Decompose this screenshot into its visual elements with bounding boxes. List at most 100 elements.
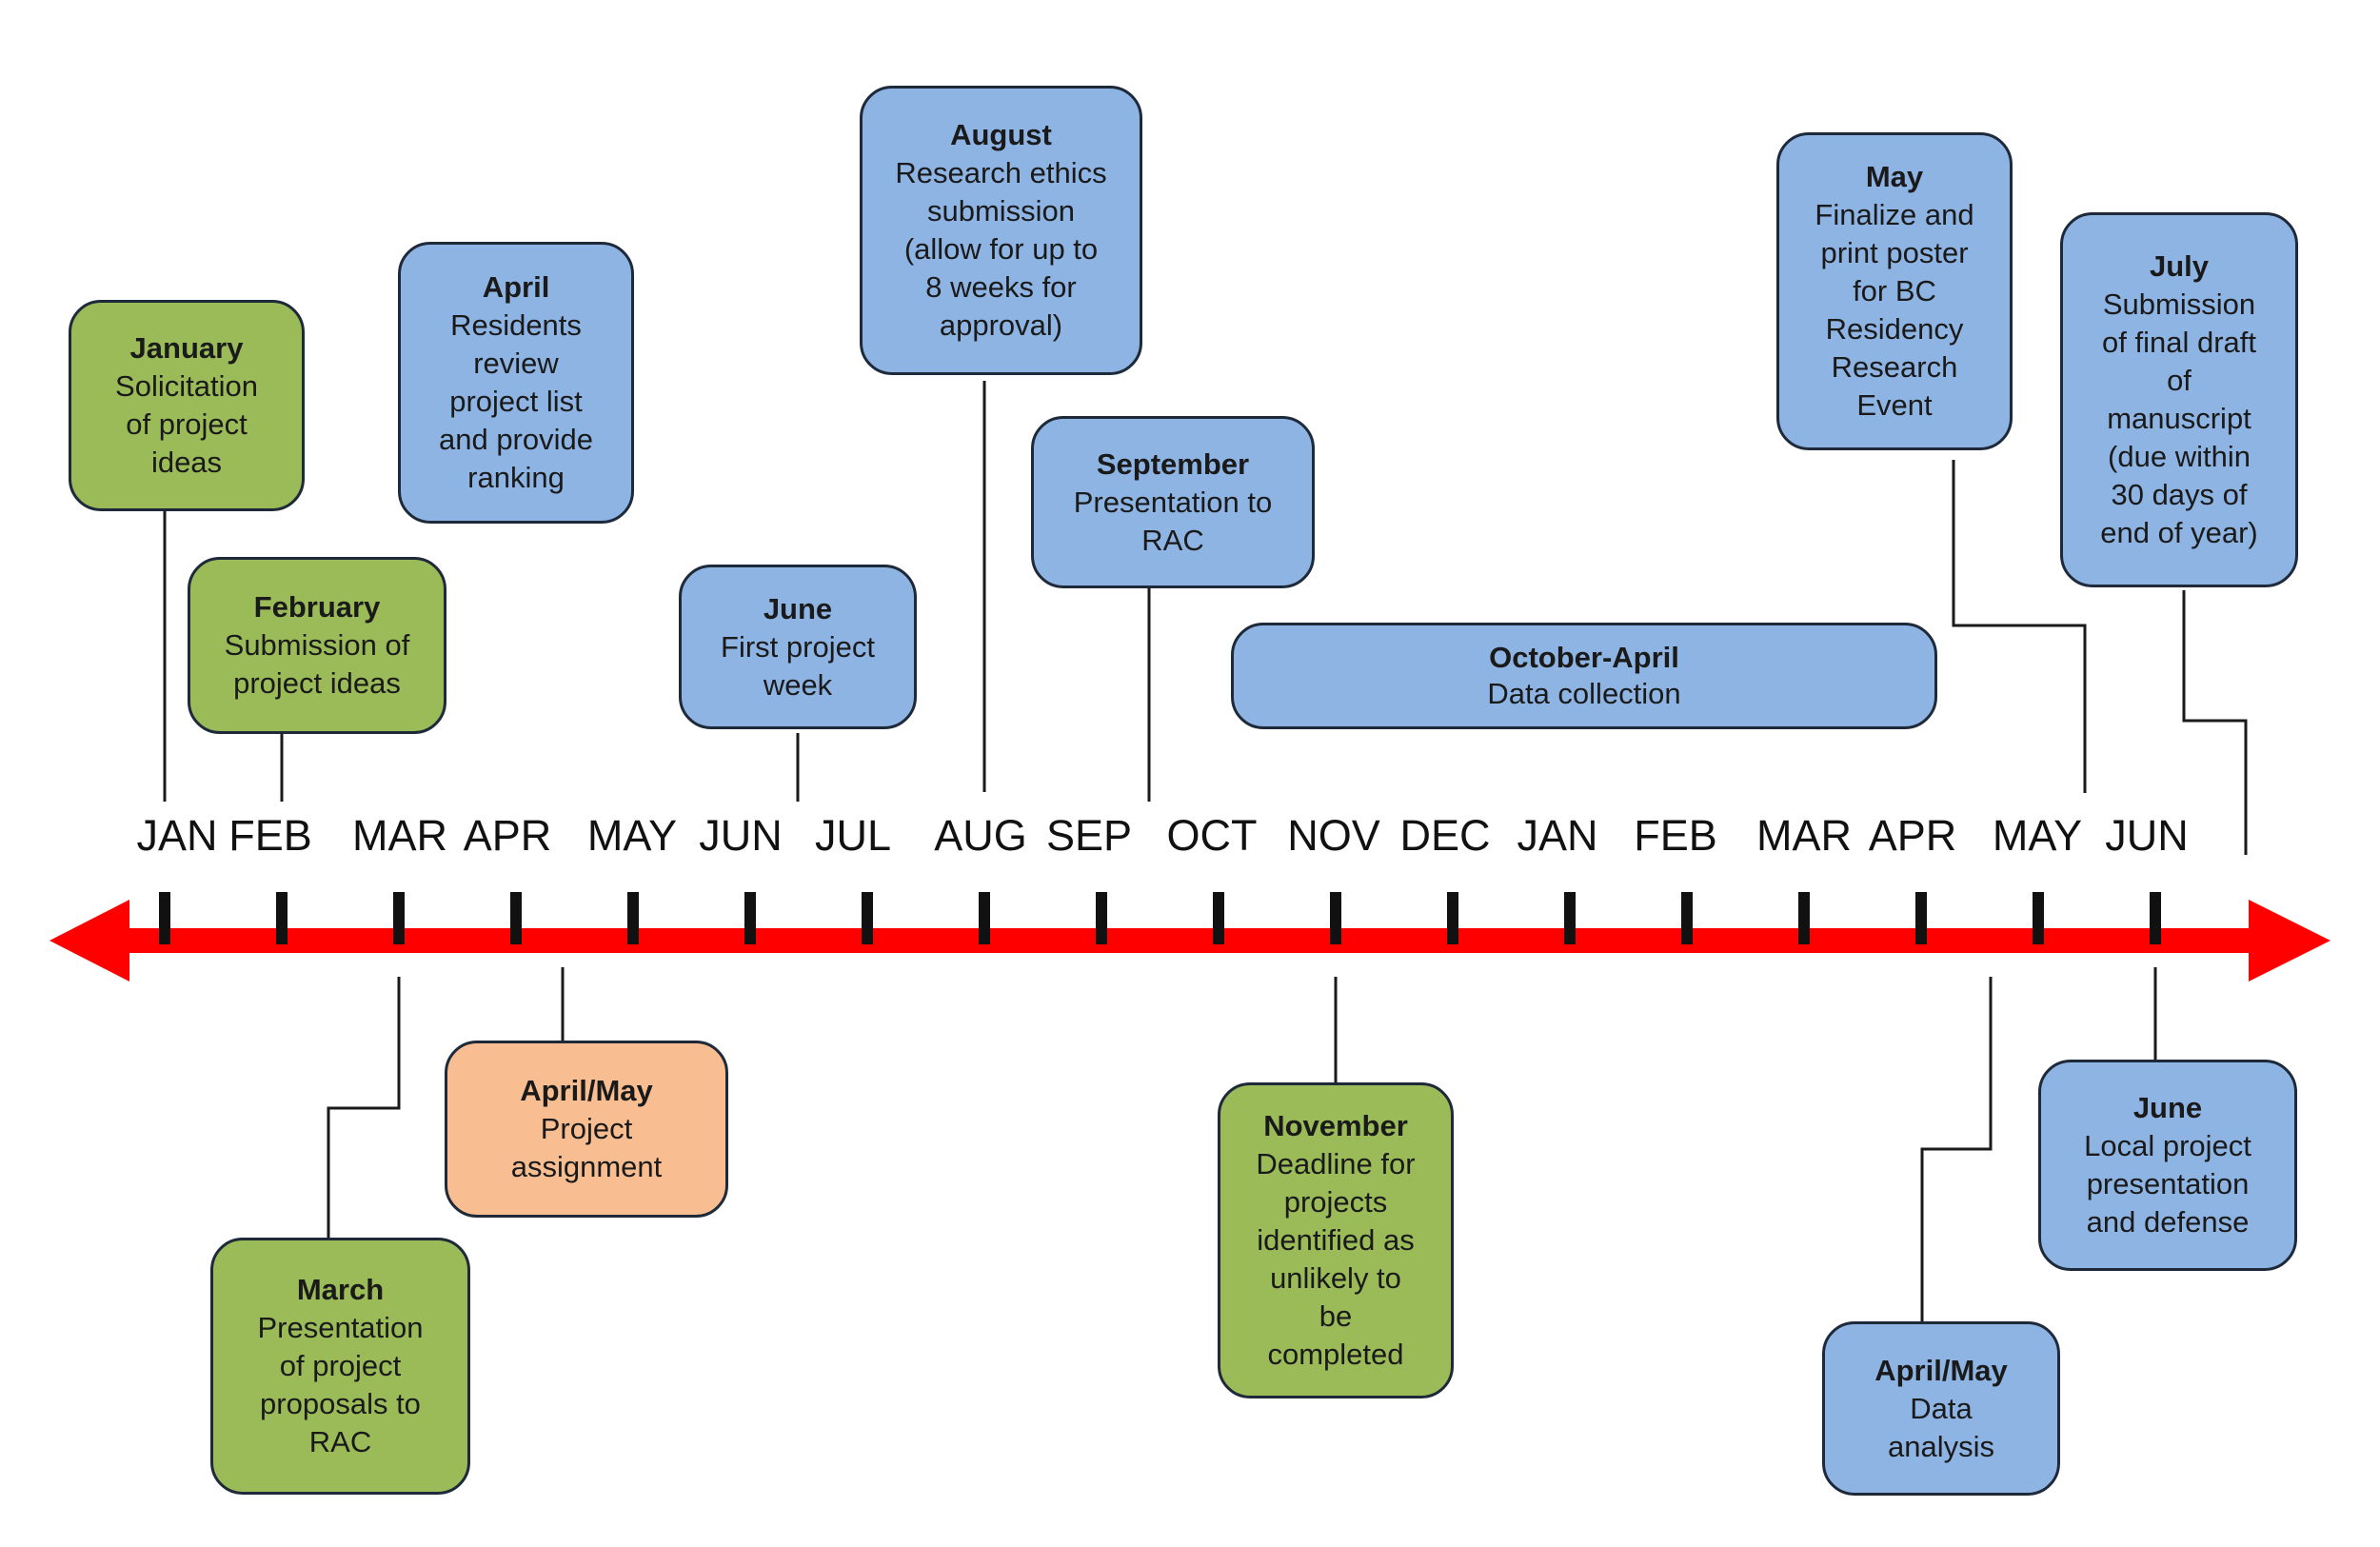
- month-tick: [510, 892, 522, 944]
- event-description-line: Submission: [2102, 288, 2256, 321]
- connector-line: [327, 977, 401, 1238]
- event-description-line: (allow for up to: [903, 232, 1099, 266]
- connector-line: [1920, 977, 1993, 1321]
- event-title: September: [1096, 446, 1250, 481]
- event-description-line: (due within: [2108, 440, 2251, 473]
- event-description-line: manuscript: [2107, 402, 2251, 435]
- connector-line: [1952, 460, 2087, 793]
- month-label: MAY: [1992, 811, 2083, 860]
- month-tick: [393, 892, 405, 944]
- event-description-line: Presentation to: [1073, 485, 1273, 519]
- event-description-line: submission: [926, 194, 1076, 228]
- event-description-line: and provide: [438, 423, 593, 456]
- month-tick: [1330, 892, 1341, 944]
- event-description-line: 30 days of: [2111, 478, 2248, 511]
- event-description-line: 8 weeks for: [925, 270, 1077, 304]
- event-title: June: [763, 591, 833, 625]
- event-description-line: of project: [126, 407, 248, 441]
- event-title: April: [482, 270, 550, 304]
- event-description-line: projects: [1283, 1185, 1388, 1219]
- event-description-line: end of year): [2100, 516, 2258, 549]
- timeline-axis-arrow: [50, 900, 2330, 982]
- month-label: APR: [463, 811, 552, 860]
- month-label: FEB: [1634, 811, 1717, 860]
- event-description-line: Submission of: [224, 628, 410, 662]
- month-tick: [979, 892, 990, 944]
- month-label: APR: [1868, 811, 1957, 860]
- event-description-line: RAC: [1141, 523, 1204, 557]
- event-description-line: Project: [540, 1112, 633, 1145]
- month-tick: [862, 892, 873, 944]
- event-description-line: Residency: [1825, 312, 1964, 346]
- event-description-line: assignment: [510, 1150, 663, 1183]
- event-description-line: of: [2167, 364, 2192, 397]
- event-description-line: project list: [449, 385, 583, 418]
- month-tick: [627, 892, 639, 944]
- month-label: JUN: [699, 811, 783, 860]
- month-label: MAR: [352, 811, 447, 860]
- event-description-line: Presentation: [257, 1311, 424, 1344]
- event-description-line: identified as: [1257, 1223, 1415, 1257]
- event-title: November: [1263, 1109, 1408, 1142]
- event-description-line: proposals to: [260, 1387, 421, 1420]
- event-description-line: ideas: [150, 446, 223, 479]
- month-label: JAN: [136, 811, 218, 860]
- month-tick: [276, 892, 288, 944]
- month-label: JAN: [1517, 811, 1598, 860]
- event-description-line: unlikely to: [1270, 1261, 1401, 1295]
- event-description-line: Research ethics: [895, 156, 1107, 189]
- month-tick: [1681, 892, 1693, 944]
- event-description-line: review: [473, 347, 559, 380]
- event-description-line: Finalize and: [1815, 198, 1974, 231]
- event-description-line: week: [763, 667, 833, 702]
- month-ticks: [159, 892, 2161, 944]
- event-description-line: print poster: [1820, 236, 1969, 269]
- month-tick: [1915, 892, 1927, 944]
- month-tick: [744, 892, 756, 944]
- event-title: June: [2132, 1091, 2203, 1124]
- event-description-line: presentation: [2086, 1167, 2250, 1200]
- event-description-line: Deadline for: [1256, 1147, 1416, 1180]
- month-tick: [2150, 892, 2161, 944]
- event-title: January: [129, 331, 244, 365]
- month-tick: [1798, 892, 1810, 944]
- month-tick: [159, 892, 170, 944]
- event-description-line: First project: [721, 629, 875, 664]
- month-label: FEB: [228, 811, 312, 860]
- event-description-line: Data collection: [1487, 677, 1681, 710]
- month-label: MAY: [586, 811, 678, 860]
- month-label: OCT: [1166, 811, 1258, 860]
- event-description-line: be: [1319, 1299, 1353, 1333]
- event-description-line: Local project: [2084, 1129, 2251, 1162]
- event-title: April/May: [1874, 1353, 2008, 1387]
- event-description-line: analysis: [1888, 1429, 1994, 1463]
- event-description-line: Residents: [450, 308, 582, 342]
- event-title: May: [1865, 160, 1924, 193]
- event-description-line: Research: [1831, 350, 1958, 384]
- event-description-line: ranking: [467, 461, 565, 494]
- month-label: SEP: [1045, 811, 1133, 860]
- event-description-line: of project: [279, 1349, 402, 1382]
- month-tick: [1447, 892, 1458, 944]
- event-title: February: [253, 590, 381, 624]
- event-description-line: completed: [1267, 1338, 1404, 1371]
- event-description-line: approval): [939, 308, 1063, 342]
- event-description-line: project ideas: [233, 666, 401, 700]
- event-description-line: for BC: [1853, 274, 1936, 307]
- event-description-line: and defense: [2086, 1205, 2250, 1239]
- month-label: MAR: [1756, 811, 1852, 860]
- event-title: October-April: [1489, 641, 1679, 674]
- month-tick: [2033, 892, 2044, 944]
